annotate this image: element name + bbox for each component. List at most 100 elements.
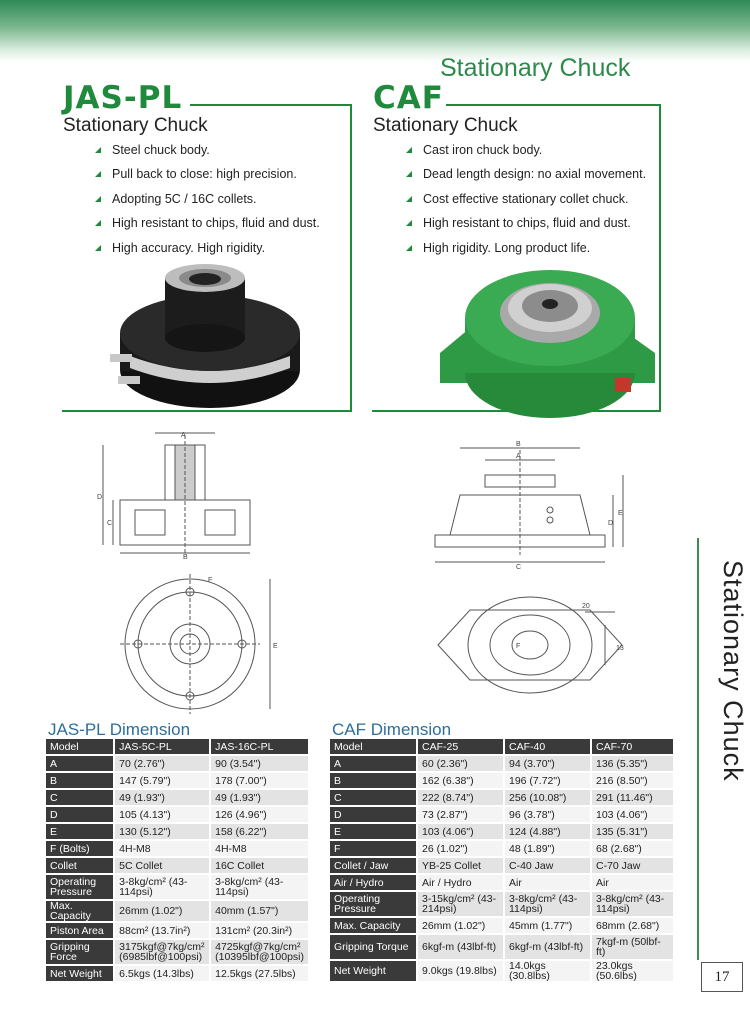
- list-item: High resistant to chips, fluid and dust.: [92, 211, 320, 235]
- row-label: Gripping Force: [46, 940, 116, 964]
- table-cell: 9.0kgs (19.8lbs): [418, 961, 505, 981]
- table-cell: 124 (4.88"): [505, 824, 592, 839]
- dim-label: A: [516, 453, 521, 460]
- table-cell: 70 (2.76"): [115, 756, 212, 771]
- table-cell: 256 (10.08"): [505, 790, 592, 805]
- dim-label: C: [107, 520, 112, 527]
- list-item: High accuracy. High rigidity.: [92, 236, 320, 260]
- table-cell: Air: [592, 875, 675, 890]
- table-cell: 4H-M8: [211, 841, 310, 856]
- table-cell: 7kgf-m (50lbf-ft): [592, 935, 675, 959]
- jas-front-drawing: A B C D: [97, 432, 251, 560]
- table-cell: 48 (1.89"): [505, 841, 592, 856]
- jas-top-drawing: E F: [120, 574, 278, 714]
- table-header-cell: Model: [330, 739, 418, 754]
- table-cell: 131cm² (20.3in²): [211, 923, 310, 938]
- table-header-cell: CAF-70: [592, 739, 675, 754]
- table-cell: 3-8kg/cm² (43-114psi): [592, 892, 675, 916]
- row-label: A: [46, 756, 116, 771]
- row-label: Gripping Torque: [330, 935, 418, 959]
- list-item: Adopting 5C / 16C collets.: [92, 187, 320, 211]
- table-cell: 135 (5.31"): [592, 824, 675, 839]
- dim-label: B: [516, 441, 521, 448]
- jas-frame-top: [190, 104, 352, 106]
- page-number: 17: [701, 962, 743, 992]
- table-cell: 6.5kgs (14.3lbs): [115, 966, 212, 981]
- row-label: Operating Pressure: [330, 892, 418, 916]
- table-cell: 73 (2.87"): [418, 807, 505, 822]
- dim-label: B: [183, 554, 188, 560]
- jas-title: JAS-PL: [63, 80, 183, 116]
- caf-product-photo: [440, 270, 655, 418]
- table-cell: 130 (5.12"): [115, 824, 212, 839]
- table-cell: 23.0kgs (50.6lbs): [592, 961, 675, 981]
- table-cell: 49 (1.93"): [115, 790, 212, 805]
- caf-frame-top: [446, 104, 661, 106]
- table-cell: 40mm (1.57"): [211, 901, 310, 921]
- dim-label: E: [273, 643, 278, 650]
- row-label: Net Weight: [330, 961, 418, 981]
- row-label: E: [46, 824, 116, 839]
- table-header-cell: JAS-16C-PL: [211, 739, 310, 754]
- jas-product-photo: [110, 264, 300, 408]
- table-cell: 126 (4.96"): [211, 807, 310, 822]
- list-item: Steel chuck body.: [92, 138, 320, 162]
- table-cell: 103 (4.06"): [592, 807, 675, 822]
- jas-dimension-title: JAS-PL Dimension: [48, 720, 191, 739]
- table-cell: 90 (3.54"): [211, 756, 310, 771]
- table-cell: 12.5kgs (27.5lbs): [211, 966, 310, 981]
- list-item: Pull back to close: high precision.: [92, 162, 320, 186]
- row-label: Operating Pressure: [46, 875, 116, 899]
- table-cell: 14.0kgs (30.8lbs): [505, 961, 592, 981]
- caf-top-drawing: 20 13 F: [437, 596, 624, 694]
- table-cell: 196 (7.72"): [505, 773, 592, 788]
- dim-label: D: [608, 520, 613, 527]
- table-cell: 103 (4.06"): [418, 824, 505, 839]
- table-cell: 94 (3.70"): [505, 756, 592, 771]
- dim-label: 13: [616, 645, 624, 652]
- table-cell: 147 (5.79"): [115, 773, 212, 788]
- dim-label: E: [618, 510, 623, 517]
- caf-feature-list: Cast iron chuck body. Dead length design…: [403, 138, 646, 260]
- table-header-cell: CAF-25: [418, 739, 505, 754]
- table-cell: 5C Collet: [115, 858, 212, 873]
- table-cell: 16C Collet: [211, 858, 310, 873]
- table-cell: 4H-M8: [115, 841, 212, 856]
- table-cell: 26 (1.02"): [418, 841, 505, 856]
- list-item: Cast iron chuck body.: [403, 138, 646, 162]
- table-header-cell: Model: [46, 739, 116, 754]
- table-cell: 49 (1.93"): [211, 790, 310, 805]
- row-label: C: [46, 790, 116, 805]
- table-cell: 158 (6.22"): [211, 824, 310, 839]
- page-title: Stationary Chuck: [440, 54, 631, 82]
- dim-label: D: [97, 494, 102, 501]
- caf-subtitle: Stationary Chuck: [373, 115, 518, 136]
- table-cell: C-40 Jaw: [505, 858, 592, 873]
- table-cell: 60 (2.36"): [418, 756, 505, 771]
- table-cell: 291 (11.46"): [592, 790, 675, 805]
- table-cell: 162 (6.38"): [418, 773, 505, 788]
- table-cell: 105 (4.13"): [115, 807, 212, 822]
- caf-title: CAF: [373, 80, 444, 116]
- row-label: Air / Hydro: [330, 875, 418, 890]
- dim-label: F: [208, 577, 212, 584]
- table-cell: YB-25 Collet: [418, 858, 505, 873]
- row-label: B: [46, 773, 116, 788]
- table-cell: 6kgf-m (43lbf-ft): [505, 935, 592, 959]
- row-label: Max. Capacity: [330, 918, 418, 933]
